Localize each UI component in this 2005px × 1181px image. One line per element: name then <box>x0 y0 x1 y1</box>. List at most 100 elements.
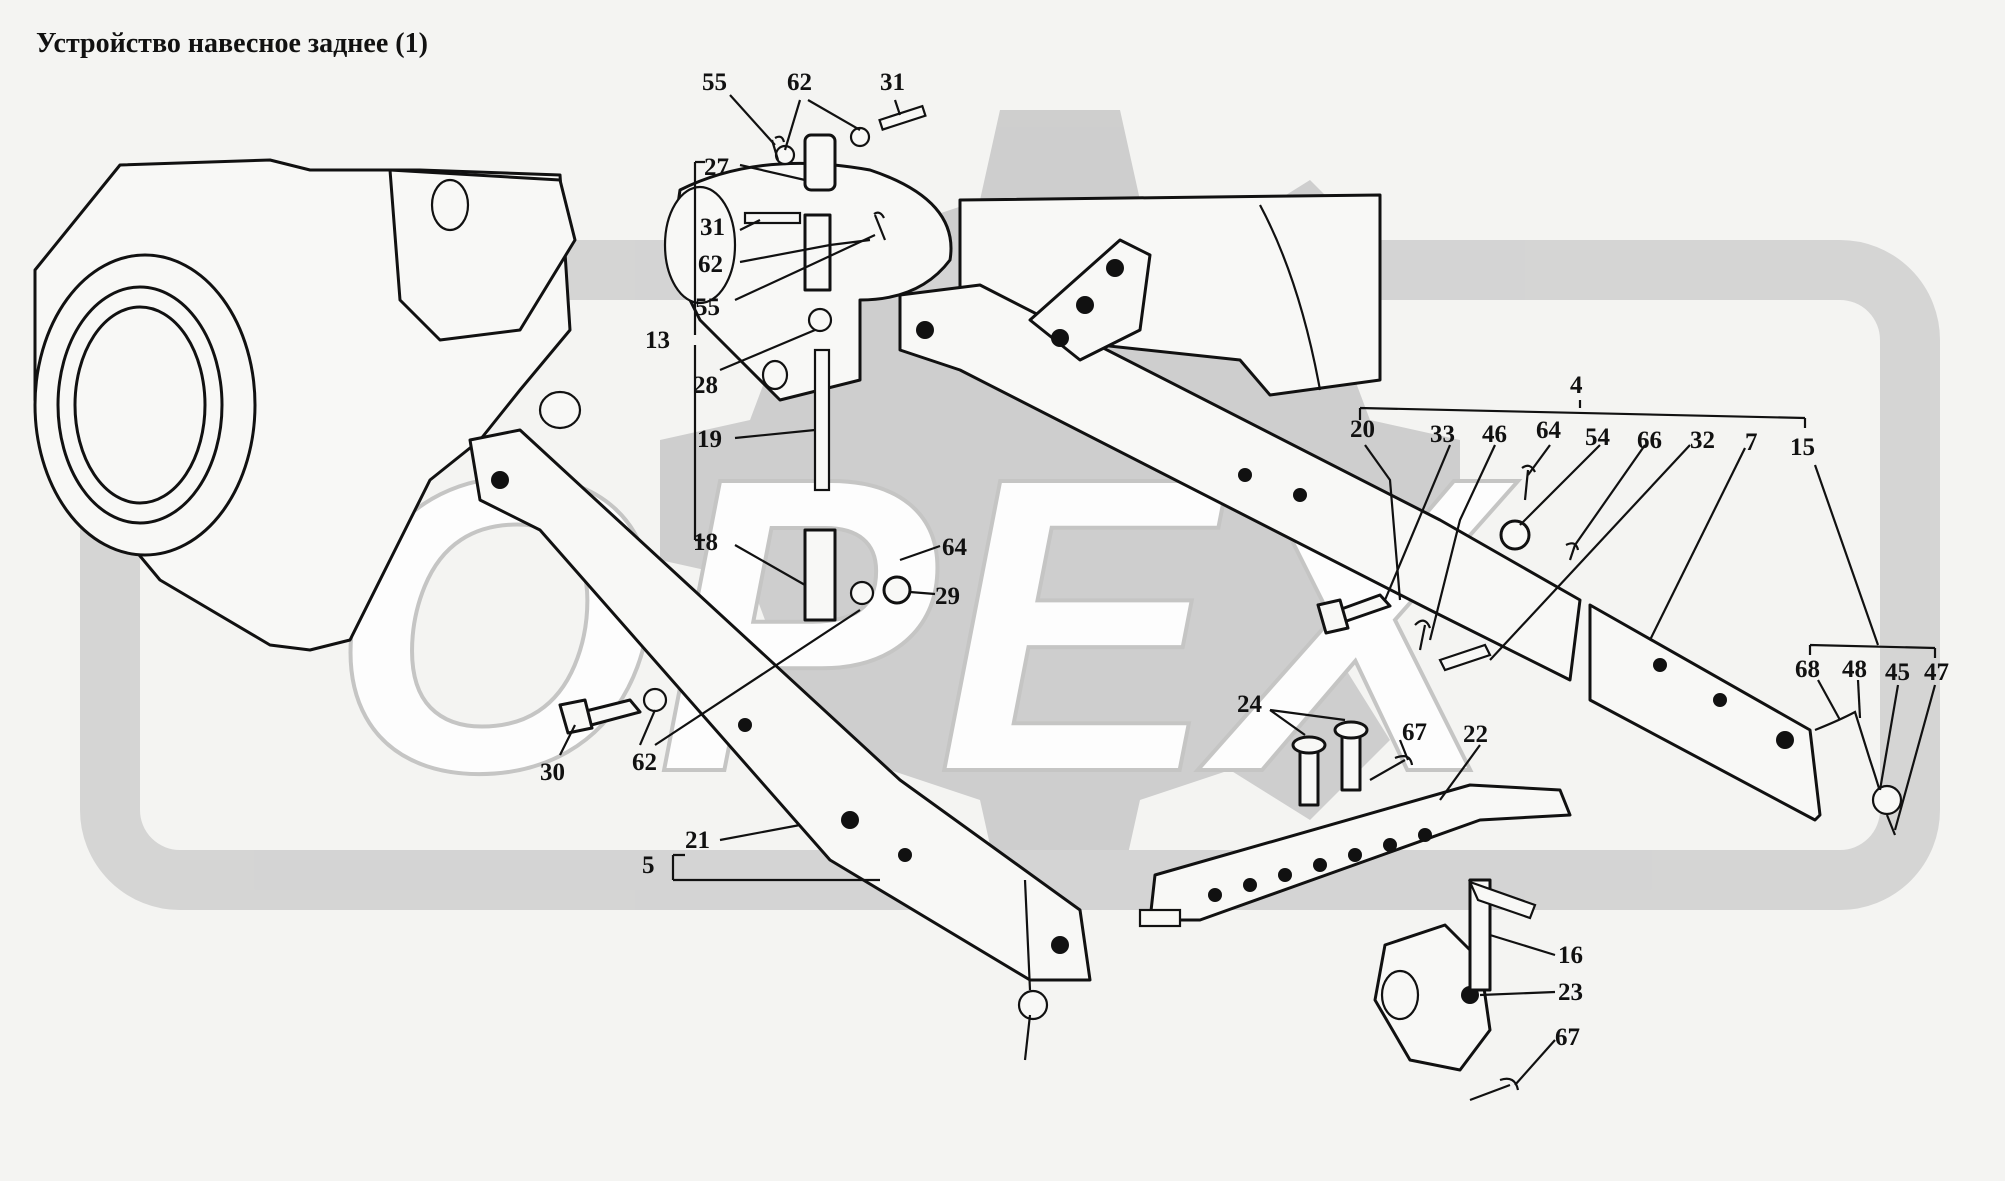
label-15: 15 <box>1790 434 1815 461</box>
housing-port <box>538 390 582 430</box>
left-link-hole-3 <box>898 848 912 862</box>
label-67b: 67 <box>1555 1024 1580 1051</box>
brace-washer <box>849 580 875 606</box>
label-33: 33 <box>1430 421 1455 448</box>
label-66: 66 <box>1637 427 1662 454</box>
left-link-chain <box>1023 879 1032 1061</box>
leader-64b <box>1527 444 1551 476</box>
right-link-hole-1 <box>1238 468 1252 482</box>
center-bracket-hole <box>761 359 789 391</box>
leader-55b <box>734 234 876 301</box>
leader-21 <box>719 823 801 842</box>
label-47: 47 <box>1924 659 1949 686</box>
left-lower-link <box>468 428 1092 1061</box>
chain-15 <box>1814 710 1903 836</box>
label-31b: 31 <box>700 214 725 241</box>
left-link-hole-2 <box>841 811 859 829</box>
leader-66 <box>1574 444 1646 546</box>
hitch-23 <box>1373 878 1537 1102</box>
left-link-body <box>468 428 1092 982</box>
left-link-chain-ring <box>1017 989 1049 1021</box>
label-19: 19 <box>697 426 722 453</box>
label-7: 7 <box>1745 429 1758 456</box>
label-23: 23 <box>1558 979 1583 1006</box>
bracket-hole-2 <box>1076 296 1094 314</box>
label-54: 54 <box>1585 424 1611 451</box>
label-20: 20 <box>1350 416 1375 443</box>
top-washer-2 <box>849 126 871 148</box>
leader-27 <box>739 163 806 182</box>
cover-hole <box>430 178 470 232</box>
upper-washer <box>807 307 833 333</box>
right-link-eye <box>916 321 934 339</box>
label-62b: 62 <box>698 251 723 278</box>
label-28: 28 <box>693 372 718 399</box>
leader-62a-2 <box>807 99 861 131</box>
pins-24 <box>1291 720 1414 807</box>
leader-16 <box>1489 933 1556 957</box>
leader-29 <box>909 590 936 596</box>
leader-33 <box>1383 444 1452 601</box>
right-link-hole-2 <box>1293 488 1307 502</box>
center-ring <box>663 185 737 305</box>
extension-hole-3 <box>1776 731 1794 749</box>
pin-64b <box>1521 464 1536 501</box>
flange-bore <box>73 305 207 505</box>
stab-hole-1 <box>1208 888 1222 902</box>
right-link-extension <box>1588 603 1822 822</box>
stab-hole-3 <box>1278 868 1292 882</box>
pin-46 <box>1414 619 1432 651</box>
leader-30 <box>559 724 576 756</box>
label-62c: 62 <box>632 749 657 776</box>
leader-62c-2 <box>654 609 861 746</box>
label-67a: 67 <box>1402 719 1427 746</box>
leader-67a <box>1398 739 1410 761</box>
leader-31a <box>893 99 902 116</box>
left-link-eye <box>491 471 509 489</box>
label-16: 16 <box>1558 942 1583 969</box>
label-46: 46 <box>1482 421 1507 448</box>
leader-47 <box>1893 684 1937 831</box>
upper-fork <box>803 213 832 292</box>
leader-28 <box>719 328 816 372</box>
pin-24-b-head <box>1333 720 1369 740</box>
vertical-brace <box>743 104 927 622</box>
label-4: 4 <box>1570 372 1583 399</box>
brace-rod <box>813 348 831 492</box>
right-link-front <box>898 283 1582 682</box>
label-5: 5 <box>642 852 655 879</box>
label-21: 21 <box>685 827 710 854</box>
pin-16 <box>1468 878 1492 992</box>
label-62a: 62 <box>787 69 812 96</box>
left-link-hole-4 <box>1051 936 1069 954</box>
axle-housing <box>33 158 582 652</box>
bolt-30-assembly <box>558 687 668 735</box>
leader-32 <box>1489 444 1691 661</box>
label-29: 29 <box>935 583 960 610</box>
top-fork <box>803 133 837 192</box>
label-24: 24 <box>1237 691 1263 718</box>
label-32: 32 <box>1690 427 1715 454</box>
label-22: 22 <box>1463 721 1488 748</box>
chain-ring <box>1871 784 1903 816</box>
leader-54 <box>1519 444 1601 526</box>
stab-hole-6 <box>1383 838 1397 852</box>
leader-45 <box>1878 684 1900 791</box>
brace-nut <box>882 575 912 605</box>
leader-62b <box>739 238 871 264</box>
pin-32 <box>1438 643 1492 672</box>
leader-22 <box>1439 744 1481 801</box>
label-31a: 31 <box>880 69 905 96</box>
left-link-hole-1 <box>738 718 752 732</box>
stab-hole-2 <box>1243 878 1257 892</box>
bracket-18 <box>693 345 705 542</box>
callout-labels: 55 62 31 27 31 62 55 13 28 19 18 64 29 3… <box>540 69 1949 1051</box>
label-55b: 55 <box>695 294 720 321</box>
bolt-30-head <box>558 698 594 735</box>
chain-pin <box>1885 814 1897 836</box>
right-lower-link <box>898 238 1822 822</box>
diagram-title: Устройство навесное заднее (1) <box>36 28 428 59</box>
bolt-33-assembly <box>1316 464 1580 672</box>
washer-62 <box>642 687 668 713</box>
